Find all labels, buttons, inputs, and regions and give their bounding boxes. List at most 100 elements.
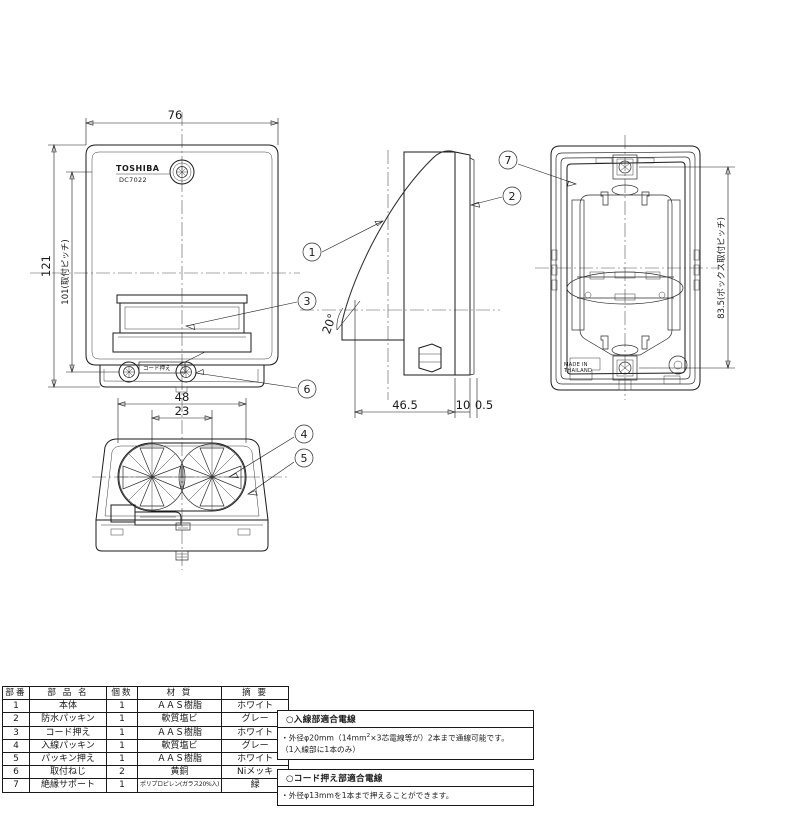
cell-part-name: コード押え (29, 725, 107, 740)
rear-inner-cavity (566, 161, 686, 375)
balloon-3-label: 3 (304, 295, 311, 308)
header-part-no: 部番 (2, 685, 30, 701)
cell-part-no: 2 (2, 712, 30, 727)
dim-bottom-outer: 48 (116, 390, 248, 443)
dim-bottom-inner-label: 23 (175, 404, 190, 418)
grommet-left (118, 443, 186, 511)
rear-rib-left (571, 199, 585, 331)
cell-part-no: 6 (2, 765, 30, 780)
rear-bottom-slot (611, 344, 639, 356)
note-wire-entry-line2: （1入線部に1本のみ） (281, 744, 361, 754)
cord-press-callout: コード押え (138, 351, 206, 374)
dim-side-lip-label: 0.5 (475, 398, 493, 412)
note-cord-press-title: ○コード押え部適合電線 (278, 770, 533, 787)
dim-box-pitch: 83.5(ボックス取付ピッチ) (639, 165, 735, 370)
parts-table-header-row: 部番 部 品 名 個数 材 質 摘 要 (2, 685, 290, 701)
cell-qty: 1 (106, 725, 138, 740)
origin-label-line2: THAILAND (563, 368, 592, 374)
balloon-6: 6 (195, 369, 317, 399)
cell-qty: 2 (106, 765, 138, 780)
cell-material: 軟質塩ビ (136, 738, 223, 754)
cell-material: ＡＡＳ樹脂 (136, 752, 223, 767)
balloon-2-label: 2 (509, 190, 516, 203)
notes-area: ○入線部適合電線 ・外径φ20mm（14mm2×3芯電線等が）2本まで通線可能で… (277, 710, 534, 815)
balloon-1-label: 1 (309, 246, 316, 259)
dim-side-depth-label: 46.5 (392, 398, 418, 412)
side-view (300, 150, 500, 400)
parts-table-body: 1 本体 1 ＡＡＳ樹脂 ホワイト 2 防水パッキン 1 軟質塩ビ グレー 3 … (2, 699, 290, 793)
dim-bottom-outer-label: 48 (175, 390, 190, 404)
grommet-right (178, 443, 246, 511)
cell-part-name: 本体 (29, 699, 107, 714)
bottom-body-outline (95, 438, 269, 521)
cell-qty: 1 (106, 699, 138, 714)
balloon-4-label: 4 (301, 428, 308, 441)
note-wire-entry-sup: 2 (366, 733, 371, 739)
cell-remark: ホワイト (221, 699, 290, 714)
dim-mount-pitch-label: 101(取付ピッチ) (60, 239, 71, 304)
bottom-cord-press-block (110, 504, 191, 531)
cell-qty: 1 (106, 738, 138, 754)
rear-top-screw (595, 154, 655, 180)
dim-mount-pitch: 101(取付ピッチ) (60, 170, 119, 374)
balloon-7: 7 (498, 150, 578, 187)
cell-part-name: 取付ねじ (29, 765, 107, 780)
cell-part-name: パッキン押え (29, 752, 107, 767)
balloon-7-label: 7 (505, 154, 512, 167)
cell-qty: 1 (106, 712, 138, 727)
brand-label: TOSHIBA (116, 164, 160, 173)
dim-angle: 20° (319, 300, 361, 336)
note-cord-press-body: ・外径φ13mmを1本まで押えることができます。 (278, 787, 533, 805)
cell-part-no: 1 (2, 699, 30, 714)
table-row: 5 パッキン押え 1 ＡＡＳ樹脂 ホワイト (2, 752, 290, 767)
side-lip (469, 157, 475, 376)
drawing-canvas: TOSHIBA DC7022 コード押え (30, 108, 735, 570)
note-wire-entry-line1-post: ×3芯電線等が）2本まで通線可能です。 (370, 733, 509, 743)
side-cord-nozzle (418, 343, 442, 373)
dim-front-width: 76 (84, 108, 280, 145)
table-row: 6 取付ねじ 2 黄銅 Niメッキ (2, 765, 290, 780)
dim-box-pitch-label: 83.5(ボックス取付ピッチ) (716, 217, 727, 319)
parts-table: 部番 部 品 名 個数 材 質 摘 要 1 本体 1 ＡＡＳ樹脂 ホワイト 2 … (2, 685, 290, 793)
table-row: 3 コード押え 1 ＡＡＳ樹脂 ホワイト (2, 725, 290, 740)
rear-rib-right (667, 199, 681, 331)
cell-part-no: 4 (2, 738, 30, 754)
note-wire-entry-title: ○入線部適合電線 (278, 711, 533, 728)
cell-material: ポリプロピレン(ガラス20%入) (136, 778, 223, 793)
rear-corner-boss (668, 355, 688, 375)
table-row: 2 防水パッキン 1 軟質塩ビ グレー (2, 712, 290, 727)
balloon-6-label: 6 (304, 383, 311, 396)
note-box-wire-entry: ○入線部適合電線 ・外径φ20mm（14mm2×3芯電線等が）2本まで通線可能で… (277, 710, 534, 760)
header-qty: 個数 (106, 685, 138, 701)
cell-material: ＡＡＳ樹脂 (136, 725, 223, 740)
balloon-3: 3 (184, 291, 317, 331)
rear-view: MADE IN THAILAND (535, 135, 720, 400)
balloon-5: 5 (246, 448, 314, 496)
rear-top-slot (611, 184, 639, 196)
note-cord-press-line1: ・外径φ13mmを1本まで押えることができます。 (281, 790, 454, 800)
front-view: TOSHIBA DC7022 コード押え (30, 112, 300, 420)
table-row: 1 本体 1 ＡＡＳ樹脂 ホワイト (2, 699, 290, 714)
cell-material: 軟質塩ビ (136, 712, 223, 727)
rear-outer-wall (550, 145, 701, 391)
cell-part-name: 絶縁サポート (29, 778, 107, 793)
note-wire-entry-body: ・外径φ20mm（14mm2×3芯電線等が）2本まで通線可能です。 （1入線部に… (278, 728, 533, 759)
dim-angle-label: 20° (319, 312, 339, 336)
bottom-info-area: 部番 部 品 名 個数 材 質 摘 要 1 本体 1 ＡＡＳ樹脂 ホワイト 2 … (0, 685, 800, 806)
dim-side-flange-label: 10 (456, 398, 471, 412)
cord-press-tag-label: コード押え (143, 364, 171, 372)
model-label: DC7022 (119, 176, 147, 184)
front-body-inner-edge (91, 151, 273, 360)
note-wire-entry-line1-pre: ・外径φ20mm（14mm (281, 733, 367, 743)
cell-part-no: 7 (2, 778, 30, 793)
table-row: 7 絶縁サポート 1 ポリプロピレン(ガラス20%入) 緑 (2, 778, 290, 793)
cell-part-name: 防水パッキン (29, 712, 107, 727)
balloon-4: 4 (227, 424, 314, 479)
header-part-name: 部 品 名 (29, 685, 107, 701)
cell-material: ＡＡＳ樹脂 (136, 699, 223, 714)
cell-material: 黄銅 (136, 765, 223, 780)
bottom-grommet-outline (117, 442, 247, 512)
front-cord-press-housing (112, 294, 252, 353)
front-body-outline (85, 144, 279, 366)
